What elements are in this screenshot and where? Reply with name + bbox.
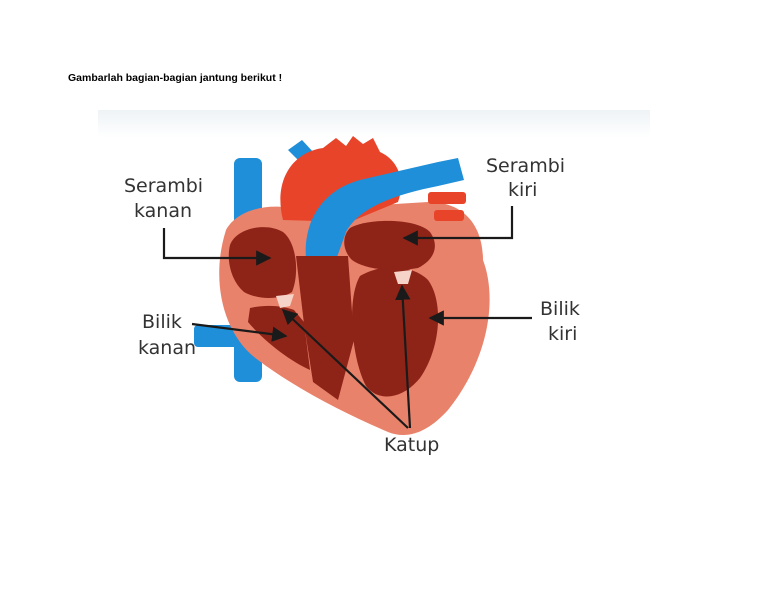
- left-atrium-chamber: [344, 220, 435, 270]
- label-katup: Katup: [384, 434, 439, 456]
- label-serambi-kiri-line1: Serambi: [486, 155, 565, 177]
- arrow-katup-left: [281, 308, 409, 429]
- arrow-serambi-kanan: [162, 228, 272, 266]
- arrow-serambi-kiri: [402, 206, 514, 246]
- label-bilik-kanan-line2: kanan: [138, 337, 196, 359]
- left-ventricle-chamber: [352, 267, 439, 397]
- label-serambi-kiri-line2: kiri: [508, 179, 537, 201]
- arrow-bilik-kanan: [191, 322, 288, 342]
- label-bilik-kiri-line2: kiri: [548, 323, 577, 345]
- mitral-valve: [394, 270, 412, 284]
- figure-top-band: [98, 110, 650, 138]
- instruction-text: Gambarlah bagian-bagian jantung berikut …: [68, 72, 283, 84]
- label-serambi-kanan-line1: Serambi: [124, 175, 203, 197]
- pulmonary-vein-top: [428, 192, 466, 204]
- tricuspid-valve: [276, 294, 294, 308]
- arrow-katup-right: [395, 284, 412, 429]
- pulmonary-artery-shape: [305, 158, 464, 260]
- label-bilik-kiri-line1: Bilik: [540, 298, 580, 320]
- pulmonary-vein-bottom: [434, 210, 464, 221]
- label-serambi-kanan-line2: kanan: [134, 200, 192, 222]
- heart-diagram: Serambi kanan Serambi kiri Bilik kanan B…: [98, 110, 650, 470]
- label-bilik-kanan-line1: Bilik: [142, 311, 182, 333]
